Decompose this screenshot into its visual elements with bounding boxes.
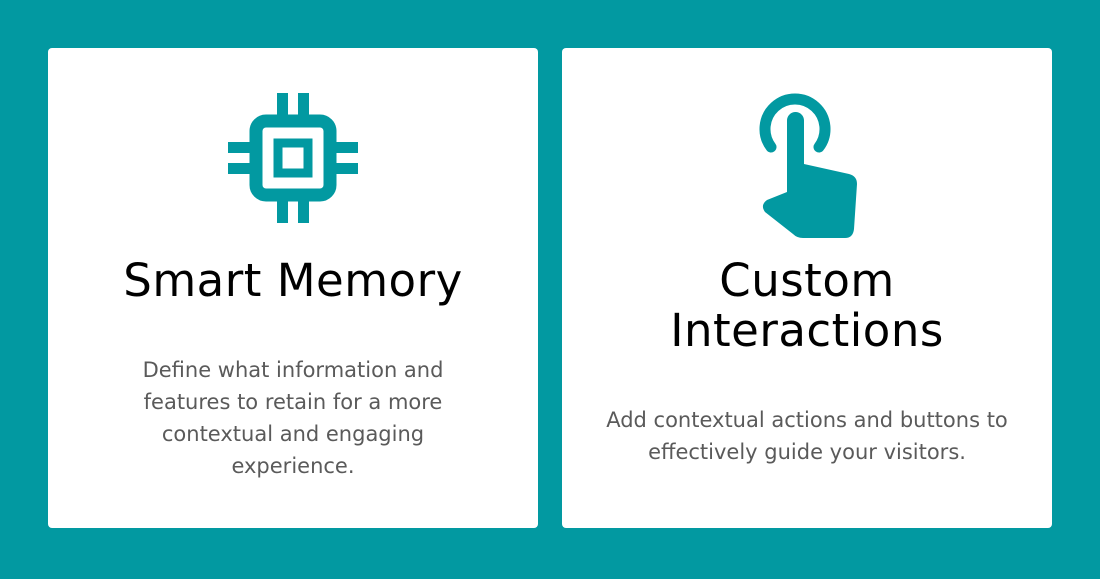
feature-card-smart-memory: Smart Memory Define what information and… <box>48 48 538 528</box>
card-title: Custom Interactions <box>670 254 944 357</box>
card-description: Add contextual actions and buttons to ef… <box>606 408 1008 464</box>
card-description: Define what information and features to … <box>142 358 444 478</box>
card-title: Smart Memory <box>123 254 463 307</box>
chip-icon <box>228 93 358 223</box>
feature-card-custom-interactions: Custom Interactions Add contextual actio… <box>562 48 1052 528</box>
touch-icon <box>759 93 857 238</box>
